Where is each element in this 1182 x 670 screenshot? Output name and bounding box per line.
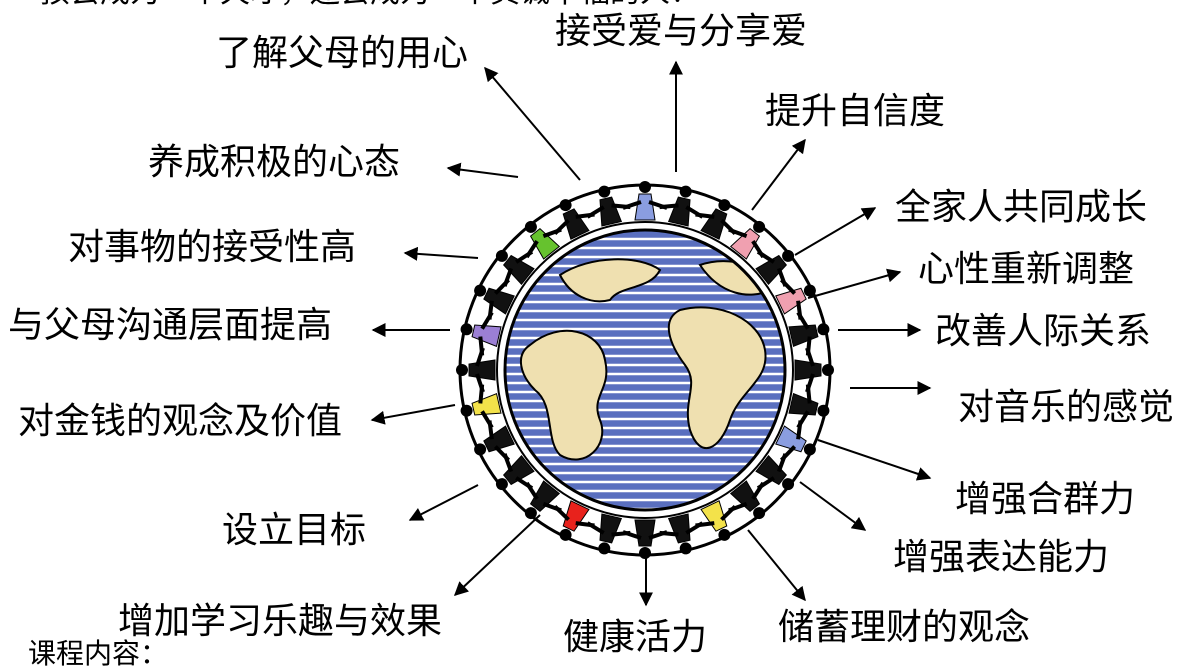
arrow-teamwork [817, 439, 932, 481]
ring-figure [524, 480, 562, 520]
arrow-mind-adjust [807, 268, 902, 299]
label-music-feel: 对音乐的感觉 [958, 387, 1175, 428]
ring-figure [460, 384, 502, 429]
ring-figure [755, 249, 795, 287]
label-parent-communication: 与父母沟通层面提高 [8, 305, 333, 346]
ring-figure [788, 311, 830, 356]
globe [503, 228, 787, 512]
label-health: 健康活力 [563, 617, 708, 658]
label-relationships: 改善人际关系 [935, 311, 1152, 352]
ring-figure [553, 199, 595, 240]
arrow-self-confidence [751, 138, 806, 211]
label-saving: 储蓄理财的观念 [778, 607, 1031, 648]
label-understand-parents: 了解父母的用心 [216, 33, 469, 74]
arrow-acceptance [403, 246, 479, 261]
arrow-expression [799, 481, 867, 531]
intro-text: 孩会成为一个天才，还会成为一个真诚幸福的人！ [40, 0, 700, 8]
ring-figure [495, 453, 535, 491]
arrow-saving [747, 529, 806, 602]
label-accept-share-love: 接受爱与分享爱 [555, 11, 808, 52]
arrow-money-values [370, 404, 456, 425]
label-learning-fun: 增加学习乐趣与效果 [118, 601, 443, 642]
arrow-family-growth [794, 207, 877, 256]
label-acceptance: 对事物的接受性高 [68, 227, 357, 268]
ring-figure [456, 347, 496, 393]
ring-figure [794, 347, 834, 393]
arrow-positive-attitude [446, 162, 519, 178]
ring-figure [659, 185, 704, 227]
ring-figure [695, 199, 737, 240]
arrow-understand-parents [484, 66, 581, 181]
arrow-set-goals [408, 484, 479, 521]
arrow-learning-fun [453, 514, 541, 596]
ring-figure [460, 311, 502, 356]
ring-figure [553, 500, 595, 541]
course-content-label: 课程内容： [28, 637, 169, 670]
ring-figure [474, 420, 515, 462]
label-mind-adjust: 心性重新调整 [918, 249, 1135, 290]
label-expression: 增强表达能力 [893, 537, 1110, 578]
label-positive-attitude: 养成积极的心态 [148, 142, 401, 183]
ring-figure [775, 420, 816, 462]
label-teamwork: 增强合群力 [955, 479, 1136, 520]
label-self-confidence: 提升自信度 [765, 91, 946, 132]
ring-figure [659, 513, 704, 555]
label-set-goals: 设立目标 [222, 510, 367, 551]
ring-figure [728, 480, 766, 520]
label-money-values: 对金钱的观念及价值 [18, 401, 343, 442]
label-family-growth: 全家人共同成长 [895, 187, 1148, 228]
ring-figure [755, 453, 795, 491]
arrows [370, 60, 932, 607]
